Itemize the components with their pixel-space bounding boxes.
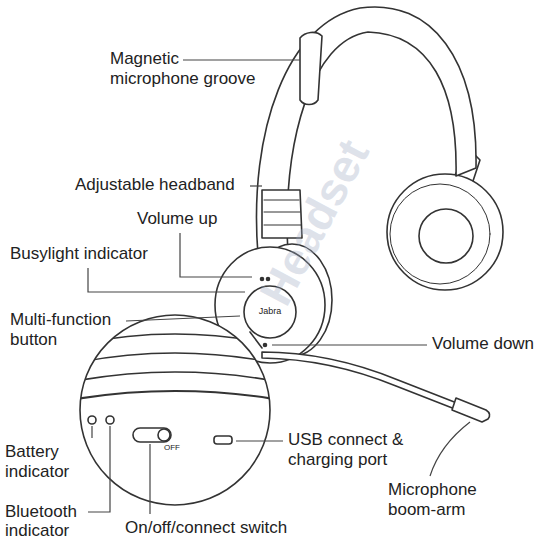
part-label: Multi-function button [10, 310, 150, 349]
part-label: Volume down [432, 334, 534, 354]
bluetooth-led [106, 416, 114, 424]
part-label: Battery indicator [5, 442, 90, 481]
part-label: Volume up [137, 209, 217, 229]
leader-lines [88, 60, 470, 514]
battery-led [88, 416, 96, 424]
inset-detail [70, 314, 280, 505]
power-switch [133, 428, 171, 442]
part-label: Magnetic microphone groove [110, 49, 262, 88]
part-label: Adjustable headband [75, 175, 235, 195]
microphone-groove [300, 32, 322, 104]
part-label: Microphone boom-arm [388, 480, 518, 519]
switch-marking: OFF [164, 443, 180, 452]
part-label: On/off/connect switch [125, 518, 287, 538]
microphone-boom-arm [262, 352, 490, 422]
part-label: USB connect & charging port [288, 430, 428, 469]
part-label: Bluetooth indicator [5, 502, 90, 541]
right-earcup [387, 150, 503, 290]
usb-port [214, 436, 232, 444]
watermark: Headset [249, 131, 380, 314]
part-label: Busylight indicator [10, 244, 148, 264]
